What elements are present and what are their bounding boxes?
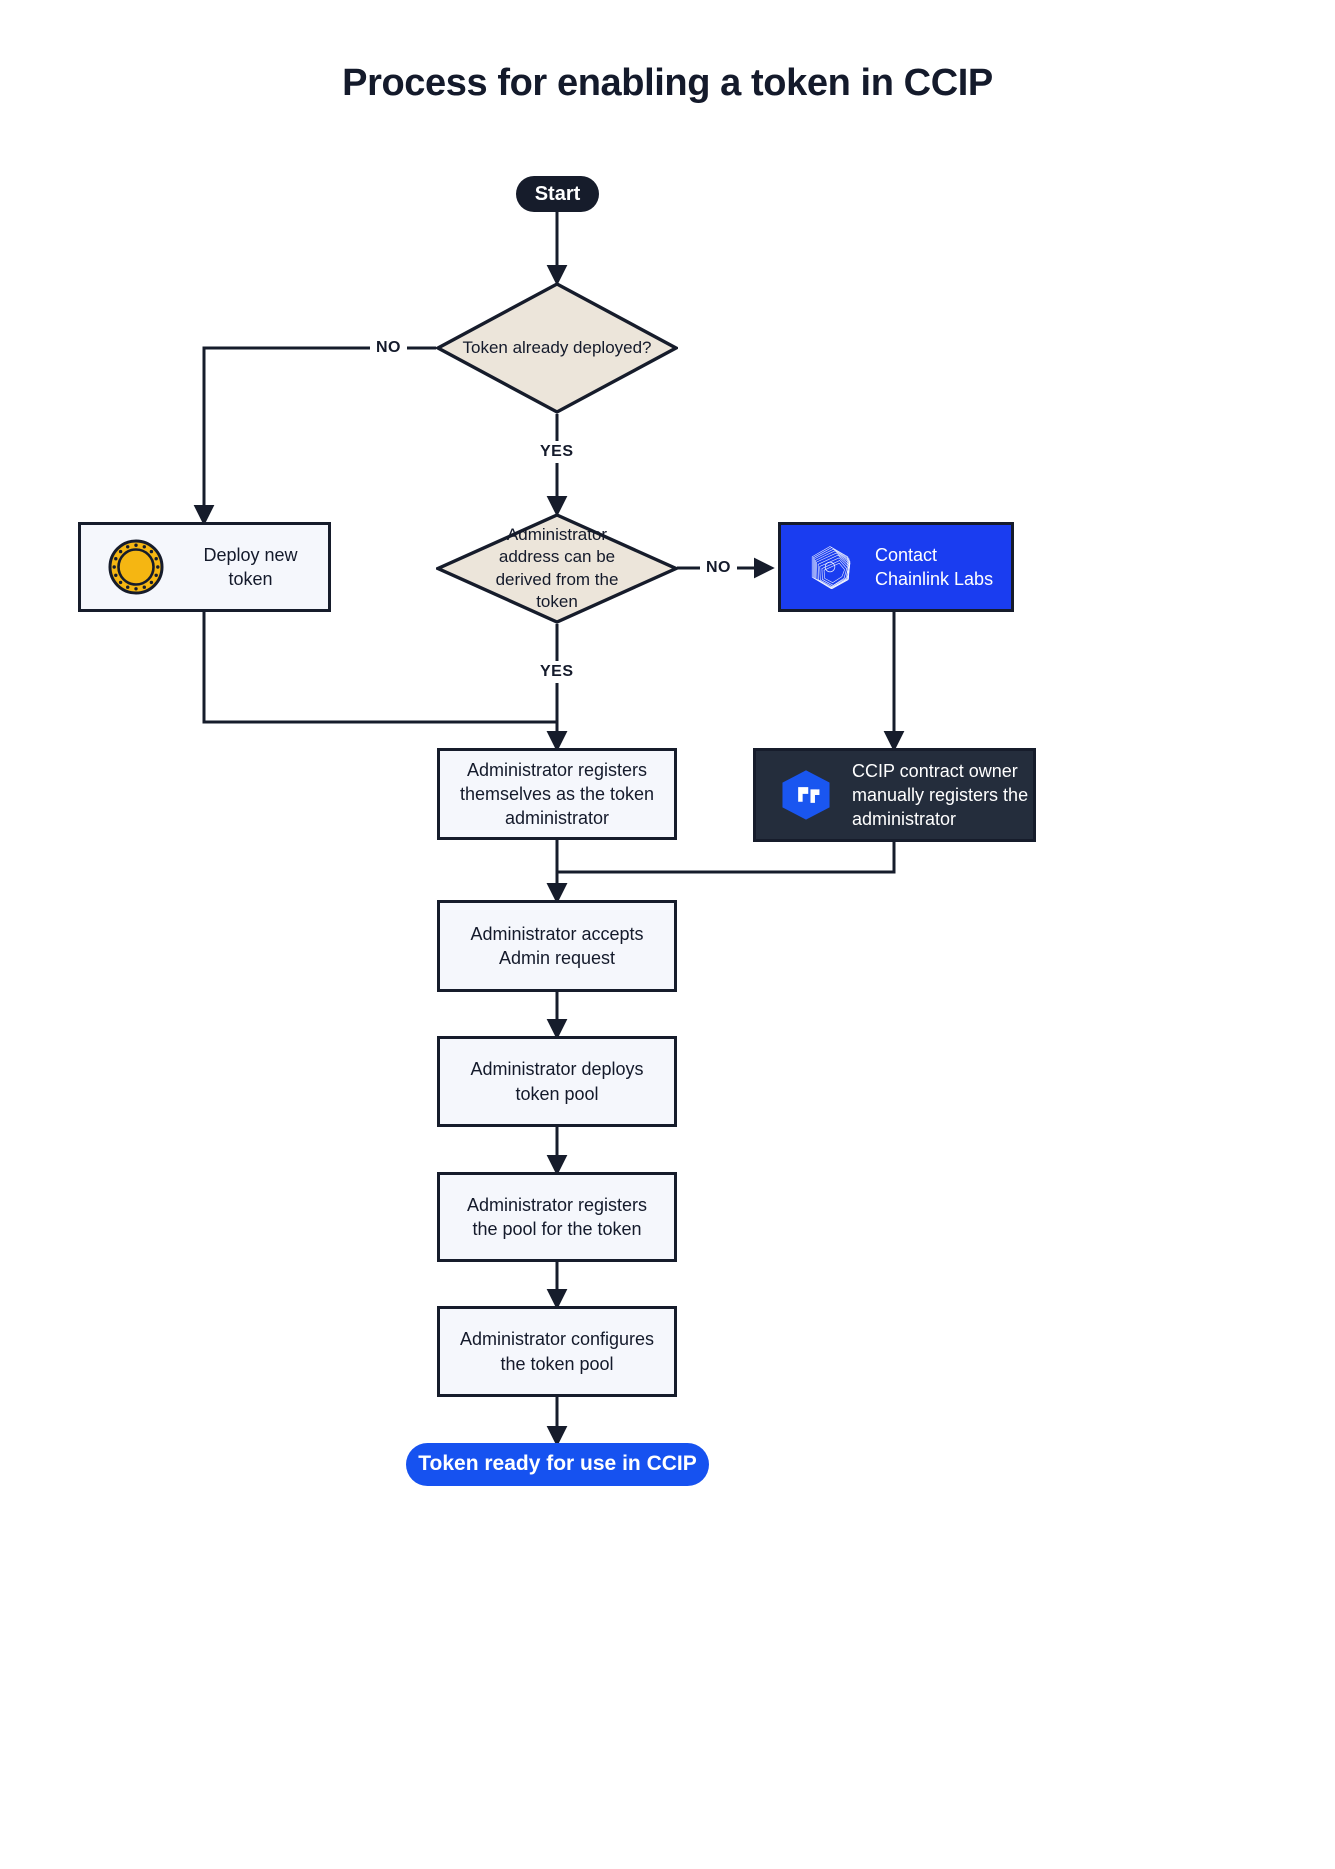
node-admin-registers-pool[interactable]: Administrator registers the pool for the…: [437, 1172, 677, 1262]
node-admin-deploys-pool-label: Administrator deploys token pool: [470, 1059, 644, 1104]
edge-label-deployed-yes: YES: [534, 441, 580, 463]
gold-coin-icon: [108, 539, 164, 595]
node-admin-configures-pool-label: Administrator configures the token pool: [459, 1329, 655, 1374]
node-deploy-new-token[interactable]: Deploy new token: [78, 522, 331, 612]
node-contact-chainlink-labs[interactable]: Contact Chainlink Labs: [778, 522, 1014, 612]
node-decision-admin-derived[interactable]: Administrator address can be derived fro…: [436, 513, 678, 624]
node-ccip-owner-registers-label: CCIP contract owner manually registers t…: [852, 760, 1029, 830]
node-start[interactable]: Start: [516, 176, 599, 212]
node-admin-configures-pool[interactable]: Administrator configures the token pool: [437, 1306, 677, 1397]
node-decision-token-deployed[interactable]: Token already deployed?: [436, 282, 678, 414]
node-end-token-ready-label: Token ready for use in CCIP: [418, 1452, 697, 1476]
node-admin-deploys-pool[interactable]: Administrator deploys token pool: [437, 1036, 677, 1127]
chainlink-hexagon-icon: [811, 546, 851, 589]
node-end-token-ready[interactable]: Token ready for use in CCIP: [406, 1443, 709, 1486]
node-admin-registers-self[interactable]: Administrator registers themselves as th…: [437, 748, 677, 840]
decision-diamond-shape: [436, 282, 678, 414]
node-admin-accepts-request[interactable]: Administrator accepts Admin request: [437, 900, 677, 992]
node-ccip-owner-registers[interactable]: CCIP contract owner manually registers t…: [753, 748, 1036, 842]
ccip-cube-icon: [782, 770, 830, 820]
edge-label-derived-yes: YES: [534, 661, 580, 683]
node-contact-chainlink-labs-label: Contact Chainlink Labs: [875, 544, 994, 589]
decision-diamond-shape: [436, 513, 678, 624]
node-admin-registers-pool-label: Administrator registers the pool for the…: [466, 1194, 648, 1239]
page-title: Process for enabling a token in CCIP: [342, 62, 993, 104]
edge-label-derived-no: NO: [700, 557, 737, 579]
node-deploy-new-token-label: Deploy new token: [203, 544, 298, 589]
node-start-label: Start: [534, 182, 581, 205]
edge-label-deployed-no: NO: [370, 337, 407, 359]
node-admin-accepts-request-label: Administrator accepts Admin request: [470, 923, 644, 968]
node-admin-registers-self-label: Administrator registers themselves as th…: [459, 759, 655, 829]
